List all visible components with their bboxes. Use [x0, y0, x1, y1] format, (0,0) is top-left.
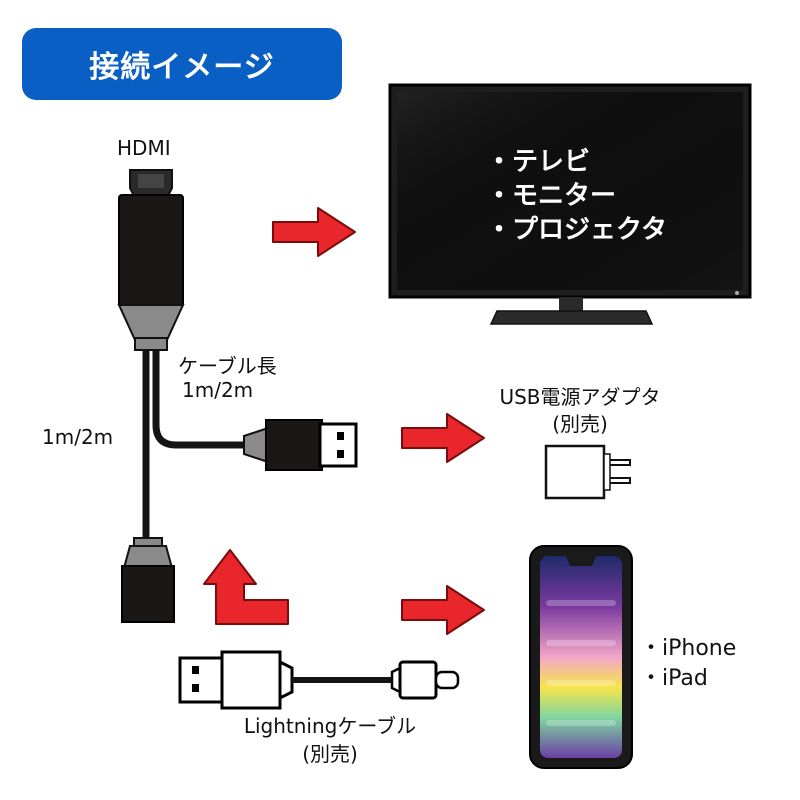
arrow-right-to-device [401, 585, 485, 635]
hdmi-cable-icon [117, 169, 246, 540]
cable-length-title: ケーブル長 [178, 354, 277, 378]
header-badge: 接続イメージ [22, 28, 342, 100]
hdmi-label: HDMI [117, 136, 171, 160]
lightning-cable-icon [178, 650, 460, 710]
lightning-cable-label: Lightningケーブル [243, 714, 417, 738]
usb-adapter-label: USB電源アダプタ [499, 385, 661, 409]
tv-item-monitor: ・モニター [486, 181, 617, 211]
mobile-device-list: ・iPhone ・iPad [640, 634, 736, 694]
device-item-ipad: ・iPad [640, 666, 708, 691]
arrow-right-to-tv [272, 207, 356, 257]
usb-power-adapter-icon [544, 444, 631, 500]
arrow-up-to-receiver [203, 549, 289, 625]
tv-item-tv: ・テレビ [486, 147, 591, 177]
tv-device-list: ・テレビ ・モニター ・プロジェクタ [486, 145, 667, 247]
device-item-iphone: ・iPhone [640, 636, 737, 661]
tv-item-projector: ・プロジェクタ [486, 215, 667, 245]
iphone-icon [529, 545, 633, 769]
lightning-receiver-icon [121, 537, 175, 623]
arrow-right-to-usb-adapter [401, 413, 485, 463]
lightning-cable-note: (別売) [302, 742, 358, 766]
tv-icon [388, 83, 752, 325]
left-length-label: 1m/2m [42, 425, 114, 449]
usb-plug-icon [243, 419, 358, 471]
header-title: 接続イメージ [89, 50, 275, 85]
cable-length-value: 1m/2m [182, 378, 254, 402]
usb-adapter-note: (別売) [552, 412, 608, 436]
